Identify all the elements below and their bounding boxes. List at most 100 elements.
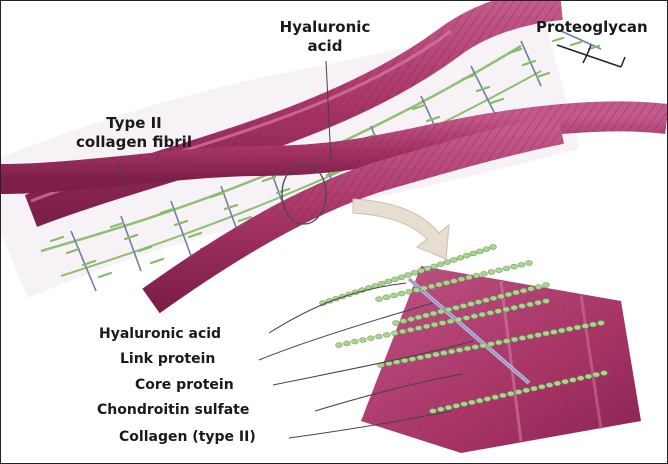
bead — [543, 331, 550, 336]
bead — [443, 280, 450, 285]
legend-core-protein: Core protein — [135, 377, 234, 395]
bead — [566, 327, 573, 332]
bead — [526, 261, 533, 266]
bead — [488, 342, 495, 347]
bead — [445, 307, 452, 312]
bead — [444, 260, 451, 265]
bead — [535, 333, 542, 338]
bead — [438, 309, 445, 314]
bead — [484, 397, 491, 402]
bead — [463, 253, 470, 258]
bead — [527, 302, 534, 307]
bead — [503, 266, 510, 271]
bead — [519, 336, 526, 341]
label-hyaluronic-acid-top: Hyaluronic acid — [264, 18, 386, 56]
bead — [496, 268, 503, 273]
bead — [473, 273, 480, 278]
bead — [550, 330, 557, 335]
bead — [601, 371, 608, 376]
bead — [418, 268, 425, 273]
label-hyaluronic-line1: Hyaluronic — [264, 18, 386, 37]
bead — [398, 291, 405, 296]
bead — [543, 299, 550, 304]
legend-chondroitin-sulfate: Chondroitin sulfate — [97, 402, 249, 420]
bead — [413, 288, 420, 293]
bead — [477, 249, 484, 254]
bead — [490, 296, 497, 301]
bead — [385, 279, 392, 284]
bead — [392, 277, 399, 282]
bead — [376, 297, 383, 302]
bead — [447, 319, 454, 324]
bead — [367, 336, 374, 341]
bead — [398, 275, 405, 280]
bead — [468, 302, 475, 307]
label-proteoglycan: Proteoglycan — [536, 18, 648, 37]
bead — [391, 331, 398, 336]
bead — [375, 334, 382, 339]
bead — [490, 245, 497, 250]
bead — [430, 409, 437, 414]
legend-collagen-type2: Collagen (type II) — [119, 429, 256, 447]
bead — [464, 346, 471, 351]
bead — [520, 288, 527, 293]
bead — [352, 339, 359, 344]
bead — [468, 400, 475, 405]
bead — [475, 300, 482, 305]
bead — [527, 334, 534, 339]
legend-hyaluronic-acid: Hyaluronic acid — [99, 326, 221, 344]
bead — [515, 390, 522, 395]
bead — [455, 317, 462, 322]
bead — [423, 324, 430, 329]
bead — [500, 393, 507, 398]
bead — [428, 284, 435, 289]
magnify-arrow — [353, 199, 449, 259]
bead — [495, 309, 502, 314]
bead — [507, 391, 514, 396]
bead — [562, 379, 569, 384]
bead — [453, 403, 460, 408]
label-hyaluronic-line2: acid — [264, 37, 386, 56]
bead — [582, 324, 589, 329]
bead — [383, 332, 390, 337]
bead — [483, 247, 490, 252]
bead — [436, 282, 443, 287]
bead — [476, 398, 483, 403]
bead — [460, 304, 467, 309]
bead — [401, 358, 408, 363]
bead — [503, 339, 510, 344]
bead — [481, 271, 488, 276]
bead — [437, 407, 444, 412]
bead — [450, 258, 457, 263]
bead — [421, 286, 428, 291]
bead — [411, 270, 418, 275]
bead — [495, 340, 502, 345]
bead — [535, 285, 542, 290]
label-type2-collagen-fibril: Type II collagen fibril — [69, 114, 199, 152]
bead — [405, 273, 412, 278]
bead — [431, 264, 438, 269]
bead — [336, 343, 343, 348]
bead — [511, 305, 518, 310]
bead — [519, 304, 526, 309]
bead — [378, 281, 385, 286]
bead — [535, 300, 542, 305]
legend-link-protein: Link protein — [120, 351, 215, 369]
bead — [437, 262, 444, 267]
bead — [577, 376, 584, 381]
bead — [415, 326, 422, 331]
bead — [399, 329, 406, 334]
bead — [440, 351, 447, 356]
bead — [461, 402, 468, 407]
bead — [466, 275, 473, 280]
bead — [511, 337, 518, 342]
bead — [424, 266, 431, 271]
bead — [470, 251, 477, 256]
bead — [511, 264, 518, 269]
bead — [480, 343, 487, 348]
bead — [513, 290, 520, 295]
bead — [439, 321, 446, 326]
bead — [406, 289, 413, 294]
